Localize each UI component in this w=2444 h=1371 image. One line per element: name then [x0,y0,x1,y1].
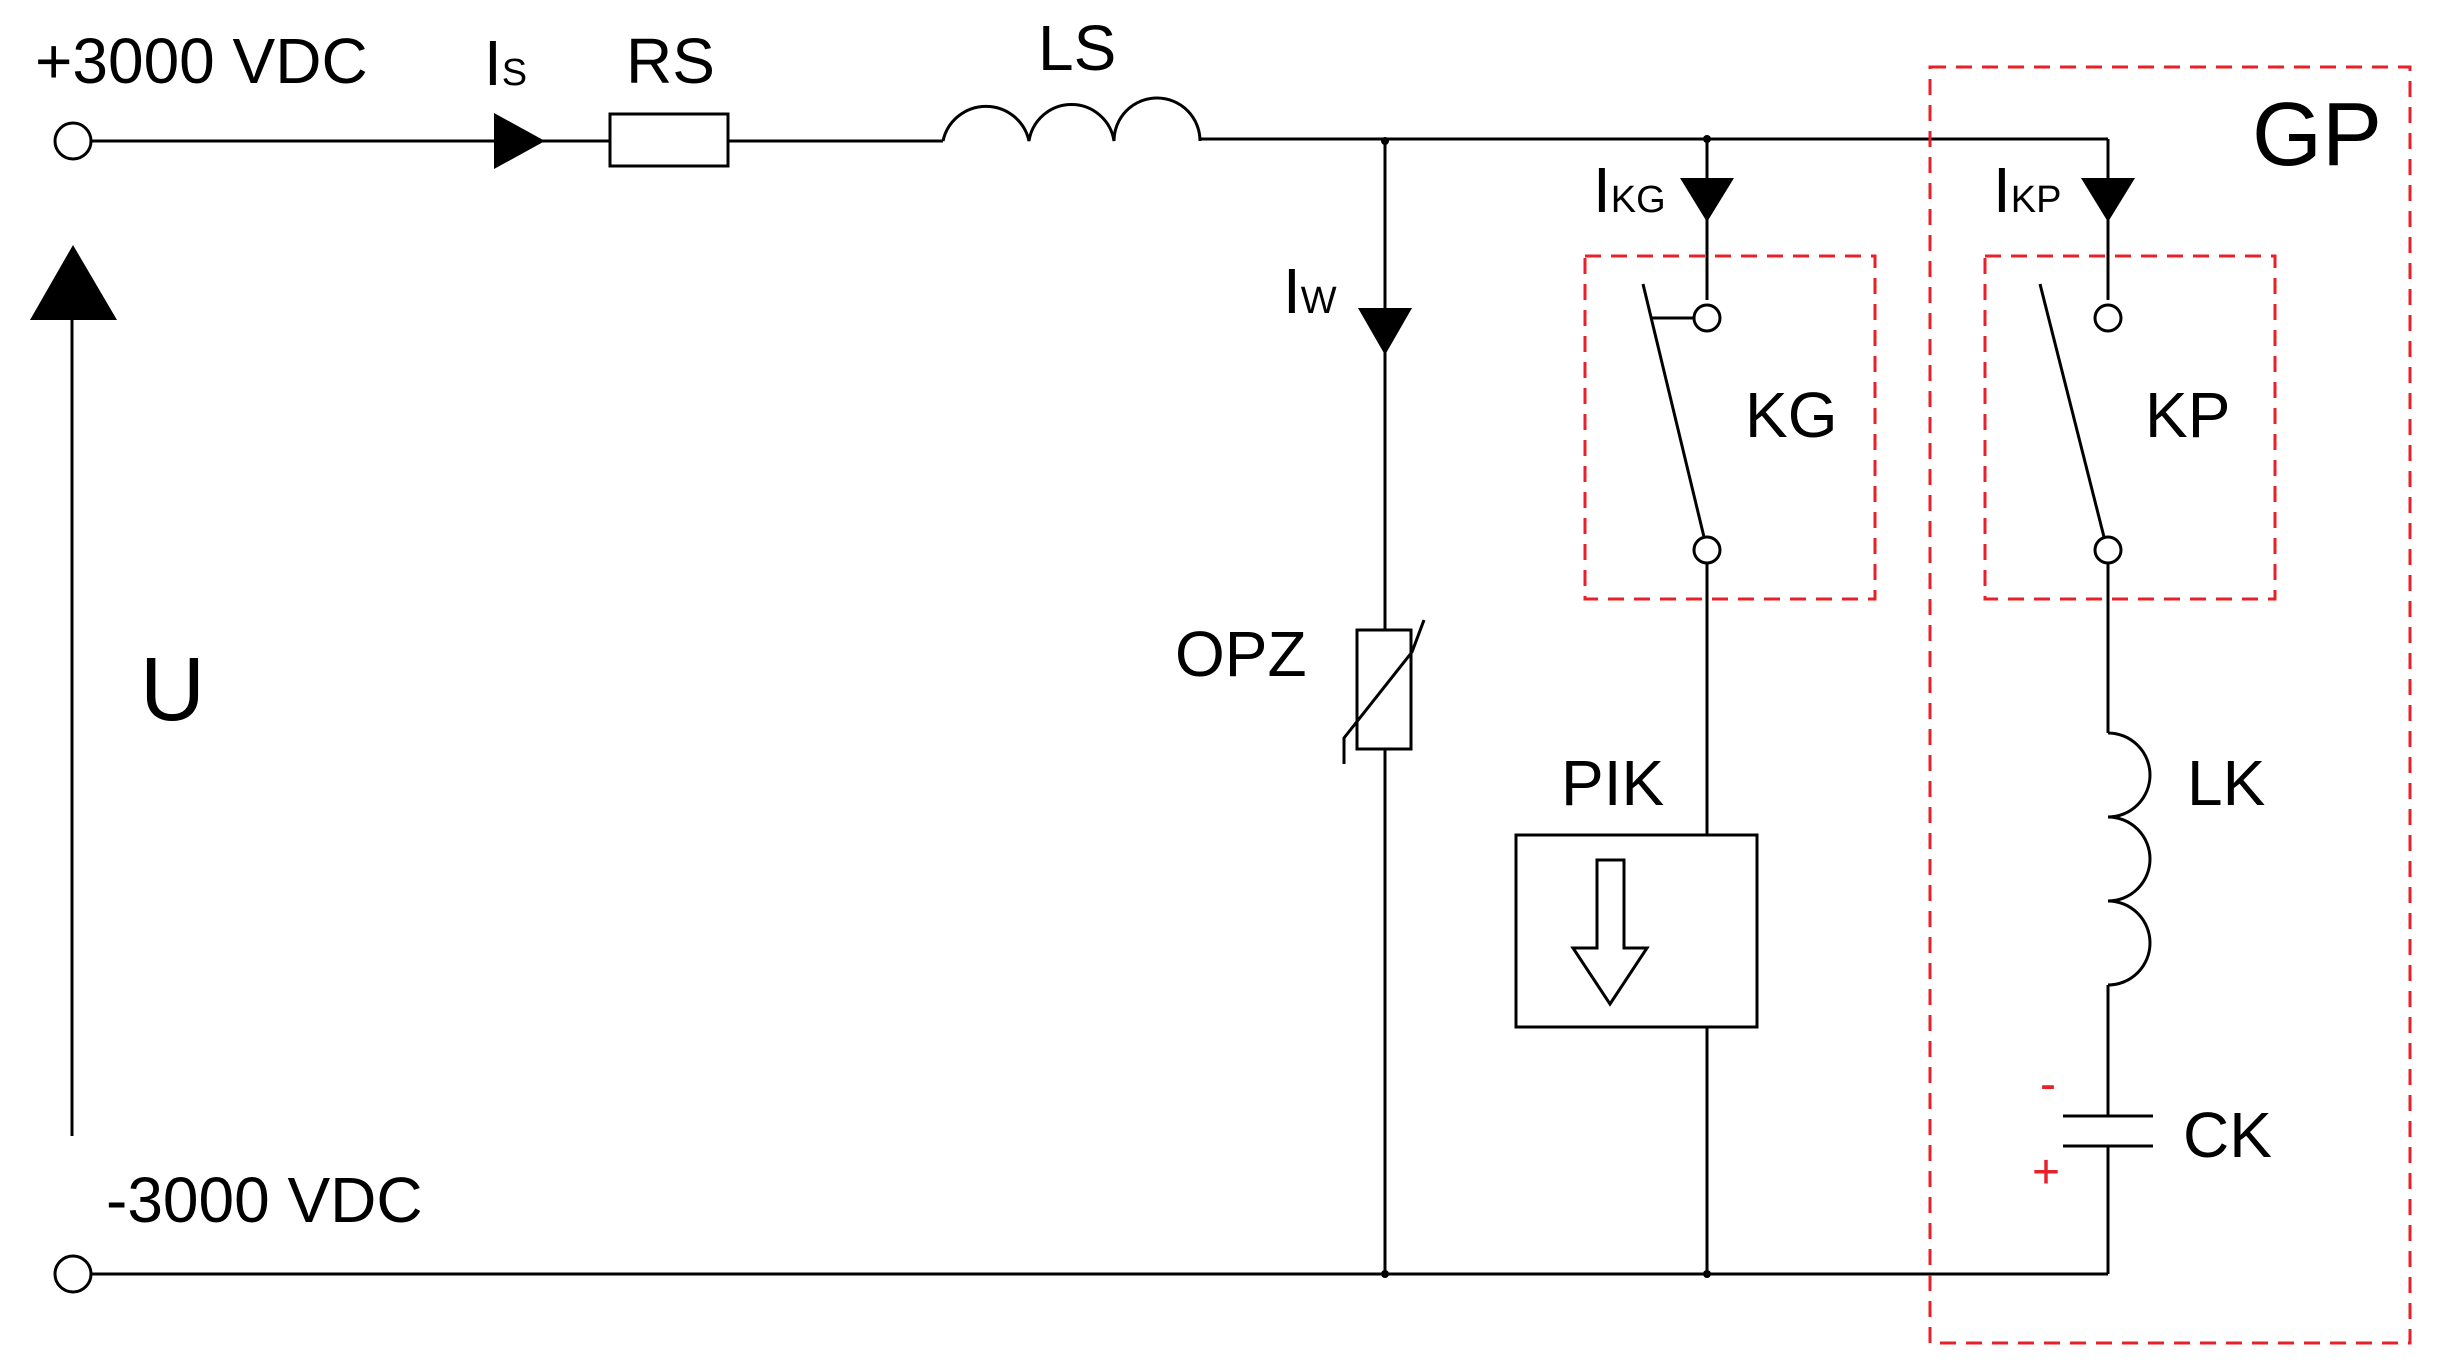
kg-switch-blade [1641,283,1706,538]
switch-kg-label: KG [1745,379,1837,451]
kg-dashed-box [1583,254,1877,601]
indicator-pik-label: PIK [1561,747,1664,819]
inductor-lk-label: LK [2187,747,2265,819]
junction-opz [1381,137,1389,145]
gp-dashed-box [1928,65,2412,1345]
varistor-nonlinear-mark [1342,619,1426,764]
inductor-lk [2107,731,2152,987]
indicator-pik [1514,833,1759,1029]
junction-kg [1703,135,1711,143]
kg-contact-bottom [1692,535,1722,565]
capacitor-plus-sign: + [2032,1146,2060,1199]
group-gp-label: GP [2252,85,2382,185]
junction-opz-bottom [1381,1270,1389,1278]
current-ikg-label: IKG [1593,154,1666,226]
kg-contact-top [1692,303,1722,333]
current-is-label: IS [484,27,527,99]
kp-switch-blade [2038,283,2106,538]
inductor-ls-label: LS [1038,12,1116,84]
capacitor-ck-label: CK [2183,1099,2272,1171]
capacitor-minus-sign: - [2040,1058,2056,1111]
resistor-rs-label: RS [626,25,715,97]
supply-negative-label: -3000 VDC [106,1164,423,1236]
resistor-rs [608,112,730,168]
current-iw-arrow [1358,308,1412,355]
supply-positive-label: +3000 VDC [35,25,368,97]
positive-terminal [53,121,93,161]
junction-kg-bottom [1703,1270,1711,1278]
indicator-pik-arrow-icon [1570,858,1650,1007]
inductor-ls [941,96,1202,142]
current-ikp-label: IKP [1993,154,2061,226]
switch-kp-label: KP [2145,379,2230,451]
current-iw-label: IW [1283,255,1337,327]
kp-contact-bottom [2093,535,2123,565]
current-ikg-arrow [1680,178,1734,222]
voltage-arrow-head [30,245,117,320]
kp-contact-top [2093,303,2123,333]
negative-terminal [53,1254,93,1294]
current-is-arrow [494,113,545,169]
kp-dashed-box [1983,254,2277,601]
current-ikp-arrow [2081,178,2135,222]
top-rail [86,137,2108,143]
varistor-opz-label: OPZ [1175,618,1307,690]
voltage-label: U [140,640,205,740]
